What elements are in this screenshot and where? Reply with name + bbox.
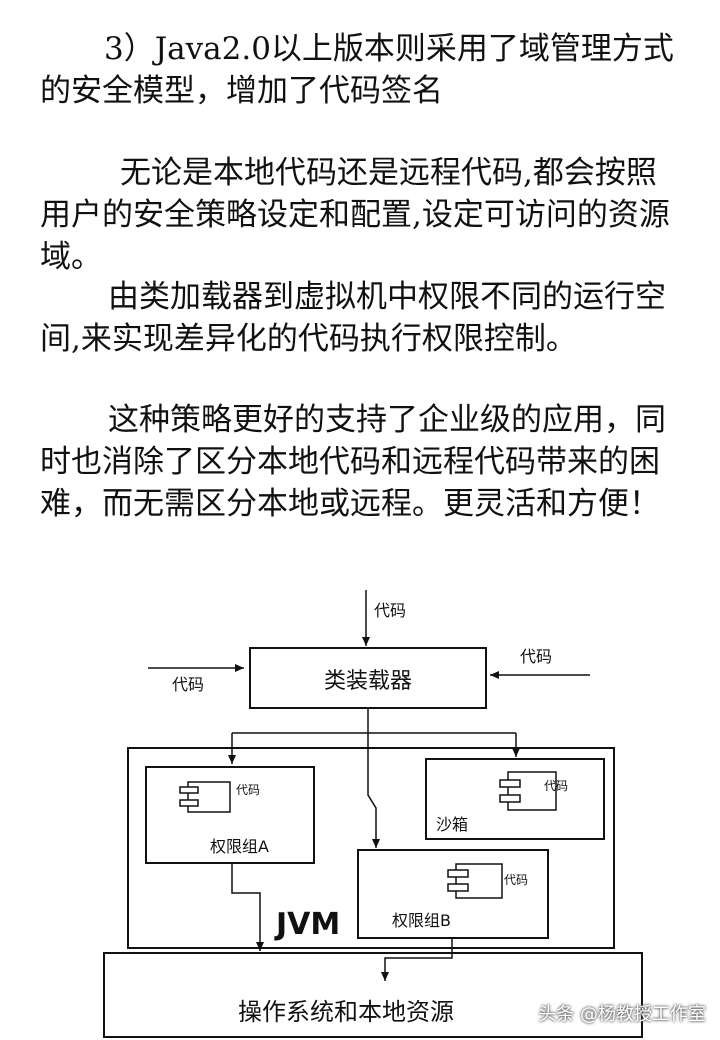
class-loader-box	[249, 647, 487, 709]
component-icon	[455, 863, 503, 899]
group-b-label: 权限组B	[392, 911, 451, 930]
code-top-label: 代码	[374, 601, 406, 620]
group-a-label: 权限组A	[210, 837, 269, 856]
group-a-code-label: 代码	[236, 783, 260, 797]
code-right-label: 代码	[520, 647, 552, 666]
class-loader-label: 类装载器	[324, 669, 412, 694]
permission-group-b-box	[357, 849, 549, 939]
arrow-group-b-to-os	[381, 938, 453, 981]
os-resources-box	[103, 952, 643, 1038]
paragraph-1: 3）Java2.0以上版本则采用了域管理方式的安全模型，增加了代码签名	[40, 31, 674, 109]
sandbox-label: 沙箱	[436, 815, 468, 834]
jvm-label: JVM	[274, 907, 340, 942]
component-icon	[507, 771, 557, 811]
watermark: 头条 @杨教授工作室	[538, 1004, 706, 1025]
os-resources-label: 操作系统和本地资源	[238, 998, 454, 1026]
arrow-to-group-b	[367, 733, 380, 848]
sandbox-code-label: 代码	[544, 779, 568, 793]
paragraph-2: 无论是本地代码还是远程代码,都会按照用户的安全策略设定和配置,设定可访问的资源域…	[40, 155, 670, 275]
paragraph-3: 由类加载器到虚拟机中权限不同的运行空间,来实现差异化的代码执行权限控制。	[40, 279, 666, 357]
code-left-label: 代码	[172, 675, 204, 694]
paragraph-4: 这种策略更好的支持了企业级的应用，同时也消除了区分本地代码和远程代码带来的困难，…	[40, 402, 666, 522]
group-b-code-label: 代码	[504, 873, 528, 887]
jvm-container	[127, 747, 615, 949]
arrow-group-a-to-os	[231, 863, 264, 951]
